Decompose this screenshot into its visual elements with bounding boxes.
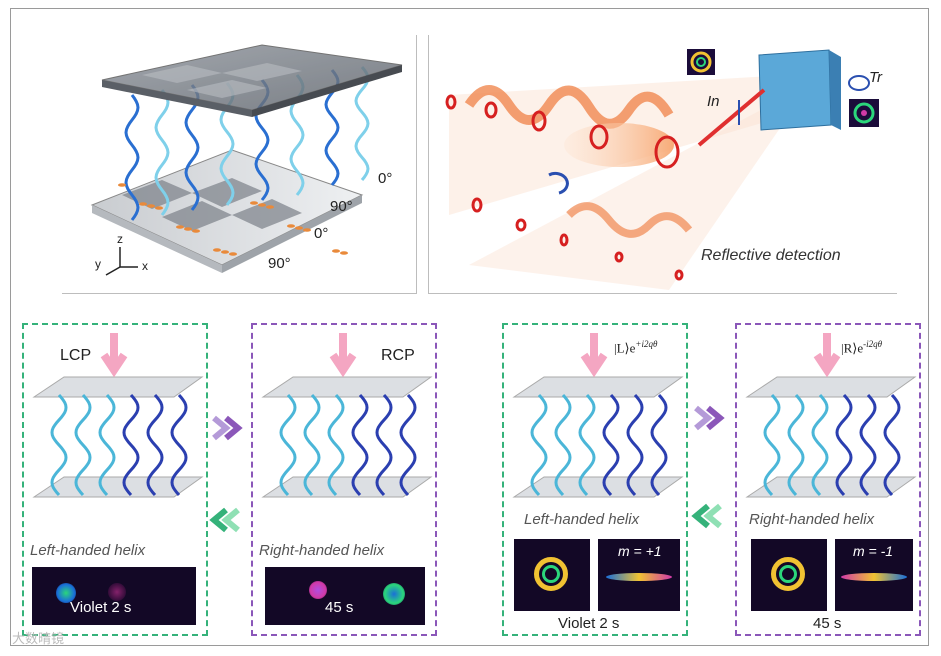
incident-light-arrow-icon (333, 333, 353, 370)
lc-molecule (250, 201, 258, 205)
angle-label-4: 90° (268, 255, 291, 272)
lc-molecule (221, 250, 229, 254)
rcp-label: RCP (381, 347, 415, 365)
r-mode-number: m = -1 (853, 543, 893, 559)
panel-rcp: RCP Right-handed helix 45 s (251, 323, 437, 636)
l-vortex-caption: Left-handed helix (524, 511, 639, 528)
reflective-detection-label: Reflective detection (701, 247, 841, 265)
lc-molecule (258, 203, 266, 207)
lc-molecule (266, 205, 274, 209)
incident-light-arrow-icon (104, 333, 124, 370)
lcp-helix-illustration (24, 325, 206, 555)
axis-gizmo (106, 247, 138, 275)
substrate-plate (747, 377, 915, 397)
lc-molecule (213, 248, 221, 252)
in-label: In (707, 93, 720, 110)
lc-molecule (184, 227, 192, 231)
r-state-label: |R⟩e-i2qθ (841, 339, 882, 356)
substrate-plate (263, 377, 431, 397)
panel-beam-detection: In Tr Reflective detection (428, 35, 897, 294)
lc-molecule (147, 204, 155, 208)
lcp-readout: Violet 2 s (70, 599, 131, 616)
substrate-plate (34, 377, 202, 397)
tr-label: Tr (869, 69, 882, 86)
lc-molecule (295, 226, 303, 230)
incident-light-arrow-icon (817, 333, 837, 370)
l-vortex-beam-image (514, 539, 590, 611)
panel-r-vortex: |R⟩e-i2qθ Right-handed helix m = -1 45 s (735, 323, 921, 636)
angle-label-1: 0° (378, 170, 392, 187)
l-mode-number: m = +1 (618, 543, 662, 559)
axis-y-label: y (95, 257, 101, 271)
r-vortex-readout: 45 s (813, 615, 841, 632)
lc-molecule (155, 206, 163, 210)
r-vortex-beam-image (751, 539, 827, 611)
lc-molecule (332, 249, 340, 253)
lcp-label: LCP (60, 347, 91, 365)
panel-lcp: LCP Left-handed helix Violet 2 s (22, 323, 208, 636)
lcp-image: Violet 2 s (32, 567, 196, 625)
panel-l-vortex: |L⟩e+i2qθ Left-handed helix m = +1 Viole… (502, 323, 688, 636)
rcp-readout: 45 s (325, 599, 353, 616)
lc-molecule (229, 252, 237, 256)
rcp-image: 45 s (265, 567, 425, 625)
substrate-plate (514, 377, 682, 397)
angle-label-2: 90° (330, 198, 353, 215)
lc-molecule (118, 183, 126, 187)
lc-molecule (340, 251, 348, 255)
watermark: 大数晴镜 (12, 628, 64, 647)
axis-x-label: x (142, 259, 148, 273)
lc-molecule (287, 224, 295, 228)
axis-z-label: z (117, 232, 123, 246)
lc-molecule (139, 202, 147, 206)
sample-block (759, 50, 831, 130)
lcp-caption: Left-handed helix (30, 542, 145, 559)
lc-molecule (303, 228, 311, 232)
rcp-caption: Right-handed helix (259, 542, 384, 559)
l-state-label: |L⟩e+i2qθ (614, 339, 657, 356)
tr-polarization-icon (849, 76, 869, 90)
l-vortex-spectrum-image: m = +1 (598, 539, 680, 611)
lc-molecule (176, 225, 184, 229)
lc-molecule (192, 229, 200, 233)
panel-lc-stack: z y x 0° 90° 0° 90° (62, 35, 417, 294)
angle-label-3: 0° (314, 225, 328, 242)
incident-light-arrow-icon (584, 333, 604, 370)
r-vortex-spectrum-image: m = -1 (835, 539, 913, 611)
r-vortex-caption: Right-handed helix (749, 511, 874, 528)
l-vortex-readout: Violet 2 s (558, 615, 619, 632)
lc-stack-illustration (62, 35, 416, 293)
